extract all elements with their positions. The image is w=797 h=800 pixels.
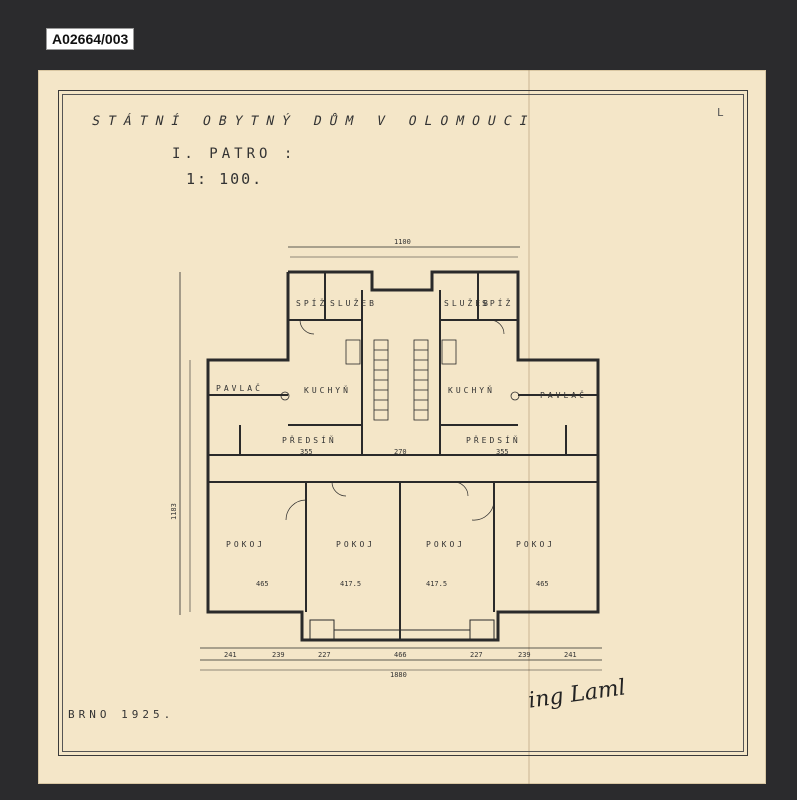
place-date: BRNO 1925. — [68, 708, 175, 721]
dim-bottom-seg-2: 239 — [272, 651, 285, 659]
sheet-fold — [528, 70, 530, 784]
room-label-spiz-left: SPÍŽ — [296, 297, 327, 308]
dim-left-total: 1183 — [170, 503, 178, 520]
dim-predsin-right: 355 — [496, 448, 509, 456]
room-label-pavlac-right: PAVLAČ — [540, 389, 587, 400]
room-label-spiz-right: SPÍŽ — [482, 297, 513, 308]
dim-top-total: 1100 — [394, 238, 411, 246]
dim-bottom-seg-5: 227 — [470, 651, 483, 659]
room-label-pokoj-3: POKOJ — [426, 540, 465, 549]
dim-bottom-seg-7: 241 — [564, 651, 577, 659]
scale-label: 1: 100. — [186, 170, 264, 188]
room-label-predsin-left: PŘEDSÍŇ — [282, 434, 337, 445]
room-label-predsin-right: PŘEDSÍŇ — [466, 434, 521, 445]
dim-room-4: 465 — [536, 580, 549, 588]
dim-predsin-center: 270 — [394, 448, 407, 456]
dim-bottom-seg-4: 466 — [394, 651, 407, 659]
dim-bottom-total: 1880 — [390, 671, 407, 679]
dim-bottom-seg-1: 241 — [224, 651, 237, 659]
drawing-frame — [58, 90, 748, 756]
room-label-sluzeb-right: SLUŽEB — [444, 297, 491, 308]
dim-room-1: 465 — [256, 580, 269, 588]
corner-mark: L — [717, 106, 724, 119]
dim-bottom-seg-6: 239 — [518, 651, 531, 659]
dim-predsin-left: 355 — [300, 448, 313, 456]
room-label-kuchyn-right: KUCHYŇ — [448, 384, 495, 395]
drawing-frame-inner — [62, 94, 744, 752]
dim-bottom-seg-3: 227 — [318, 651, 331, 659]
floor-label: I. PATRO : — [172, 146, 297, 162]
drawing-sheet — [38, 70, 766, 784]
room-label-pokoj-1: POKOJ — [226, 540, 265, 549]
room-label-sluzeb-left: SLUŽEB — [330, 297, 377, 308]
dim-room-3: 417.5 — [426, 580, 447, 588]
room-label-pokoj-2: POKOJ — [336, 540, 375, 549]
dim-room-2: 417.5 — [340, 580, 361, 588]
room-label-kuchyn-left: KUCHYŇ — [304, 384, 351, 395]
room-label-pokoj-4: POKOJ — [516, 540, 555, 549]
staircase — [345, 339, 457, 421]
outer-wall — [206, 270, 600, 642]
archive-id-label: A02664/003 — [46, 28, 135, 50]
room-label-pavlac-left: PAVLAČ — [216, 382, 263, 393]
